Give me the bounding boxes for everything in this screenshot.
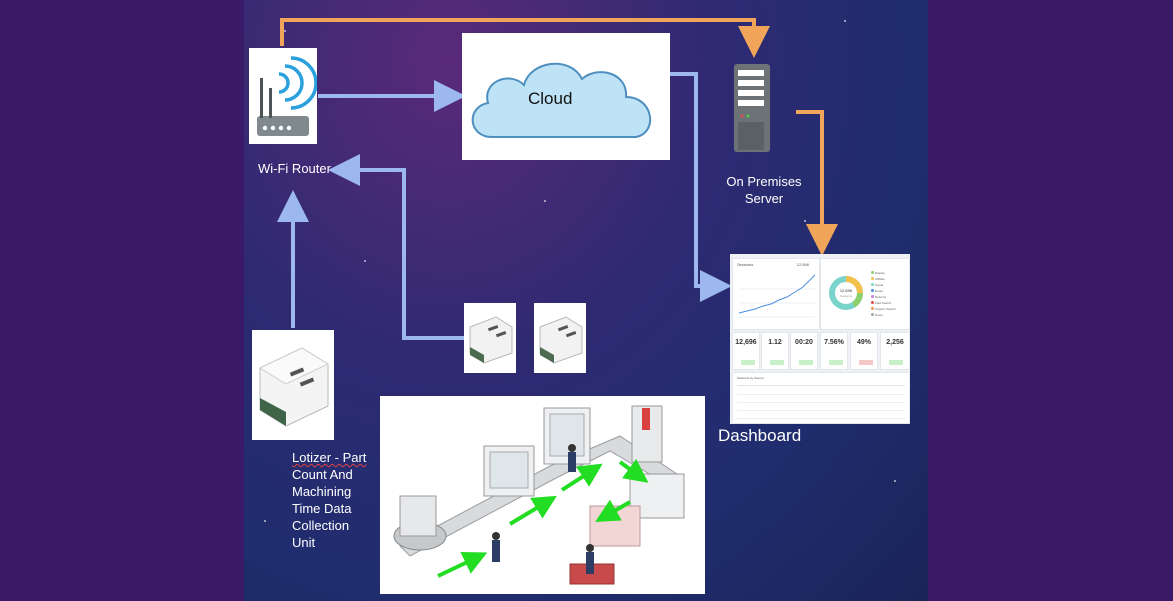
- dashboard-donut-chart: 12,696 Sessions Display Affiliate Social…: [820, 258, 910, 330]
- server-label: On Premises Server: [726, 174, 802, 206]
- star: [894, 480, 896, 482]
- cloud-icon: [471, 62, 652, 138]
- io-device-2: [534, 303, 586, 373]
- donut-value: 12,696: [839, 288, 853, 293]
- legend-item: Organic Search: [871, 307, 896, 311]
- server-node: [730, 60, 774, 160]
- production-line-illustration: [393, 405, 685, 585]
- wifi-router-node: [249, 48, 318, 144]
- legend-item: Direct: [871, 313, 883, 317]
- kpi-tile: 00:20: [790, 332, 818, 370]
- lotizer-label: Lotizer - Part Count And Machining Time …: [292, 450, 367, 550]
- server-to-dashboard-arrow: [796, 110, 838, 256]
- legend-item: Affiliate: [871, 277, 885, 281]
- din-rail-device-icon: [258, 347, 330, 427]
- factory-node: [380, 396, 705, 594]
- star: [844, 20, 846, 22]
- legend-item: Social: [871, 283, 883, 287]
- diagram-canvas: Wi-Fi Router Cloud On Premises Server Se…: [244, 0, 928, 601]
- lotizer-node: [252, 330, 334, 440]
- dashboard-node: Sessions 12,696 12,696 Sessions Display …: [730, 254, 910, 424]
- legend-item: Referral: [871, 295, 886, 299]
- wifi-router-icon: [257, 56, 318, 136]
- dashboard-chart-title: Sessions: [737, 262, 754, 267]
- router-to-server-arrow: [280, 18, 770, 58]
- cloud-node: Cloud: [462, 33, 670, 160]
- dashboard-table: Sessions by Source: [732, 372, 910, 424]
- legend-item: Display: [871, 271, 885, 275]
- cloud-label: Cloud: [528, 89, 573, 108]
- dashboard-label: Dashboard: [718, 426, 802, 445]
- kpi-tile: 1.12: [761, 332, 789, 370]
- dashboard-line-icon: [738, 274, 816, 318]
- star: [804, 220, 806, 222]
- star: [264, 520, 266, 522]
- din-rail-device-icon: [539, 316, 583, 364]
- kpi-tile: 49%: [850, 332, 878, 370]
- din-rail-device-icon: [469, 316, 513, 364]
- star: [364, 260, 366, 262]
- kpi-tile: 12,696: [732, 332, 760, 370]
- legend-item: Paid Search: [871, 301, 891, 305]
- star: [544, 200, 546, 202]
- star: [284, 30, 286, 32]
- kpi-tile: 7.56%: [820, 332, 848, 370]
- cloud-to-dashboard-arrow: [670, 72, 732, 302]
- dashboard-line-chart: Sessions 12,696: [732, 258, 820, 330]
- wifi-router-label: Wi-Fi Router: [258, 161, 331, 176]
- table-title: Sessions by Source: [737, 376, 764, 380]
- donut-icon: [829, 276, 863, 310]
- devices-to-router-arrow: [328, 154, 464, 340]
- dashboard-chart-value: 12,696: [796, 262, 809, 267]
- connection-arrows: [277, 18, 838, 340]
- donut-caption: Sessions: [839, 294, 853, 298]
- kpi-tile: 2,256: [880, 332, 910, 370]
- io-device-1: [464, 303, 516, 373]
- legend-item: Email: [871, 289, 883, 293]
- server-icon: [734, 64, 770, 152]
